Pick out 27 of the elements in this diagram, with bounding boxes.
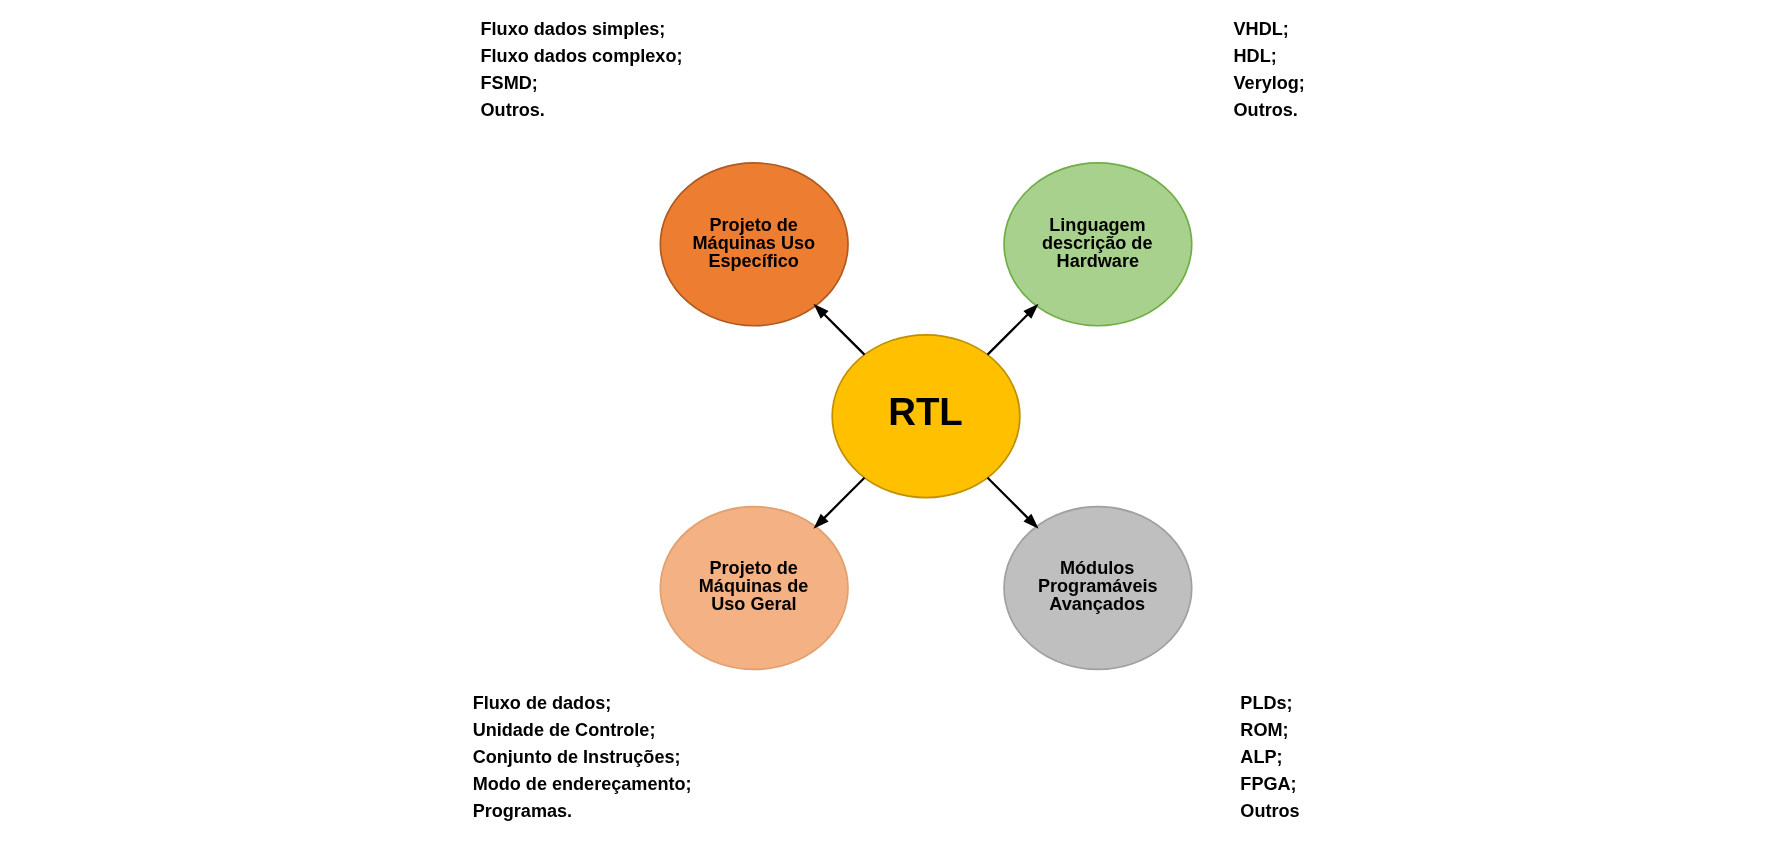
arrow [986, 476, 1039, 529]
arrow [813, 303, 866, 356]
node-label: Fluxo de dados; [472, 692, 612, 713]
node-label: Programas. [472, 801, 573, 822]
node-label: Outros. [480, 100, 545, 121]
node-ellipse: Módulos Programáveis Avançados [1003, 505, 1193, 671]
node-label: Fluxo dados complexo; [480, 46, 683, 67]
node-label: Conjunto de Instruções; [472, 747, 681, 768]
node-label: FPGA; [1240, 774, 1297, 795]
node-label: Outros. [1233, 100, 1298, 121]
node-ellipse: Projeto de Máquinas Uso Específico [659, 162, 849, 327]
node-ellipse: Projeto de Máquinas de Uso Geral [659, 505, 849, 671]
node-ellipse: RTL [831, 333, 1021, 499]
node-label: Unidade de Controle; [472, 719, 656, 740]
node-label: Fluxo dados simples; [480, 18, 666, 39]
node-label: Verylog; [1233, 73, 1305, 94]
node-label: ALP; [1240, 747, 1283, 768]
node-label: FSMD; [480, 73, 538, 94]
node-label: HDL; [1233, 46, 1277, 67]
node-label: ROM; [1240, 719, 1289, 740]
node-label: VHDL; [1233, 18, 1289, 39]
arrow [986, 303, 1039, 356]
arrow [813, 476, 866, 529]
node-label: Outros [1240, 801, 1300, 822]
node-ellipse: Linguagem descrição de Hardware [1003, 162, 1193, 327]
node-label: Modo de endereçamento; [472, 774, 692, 795]
node-label: PLDs; [1240, 692, 1293, 713]
